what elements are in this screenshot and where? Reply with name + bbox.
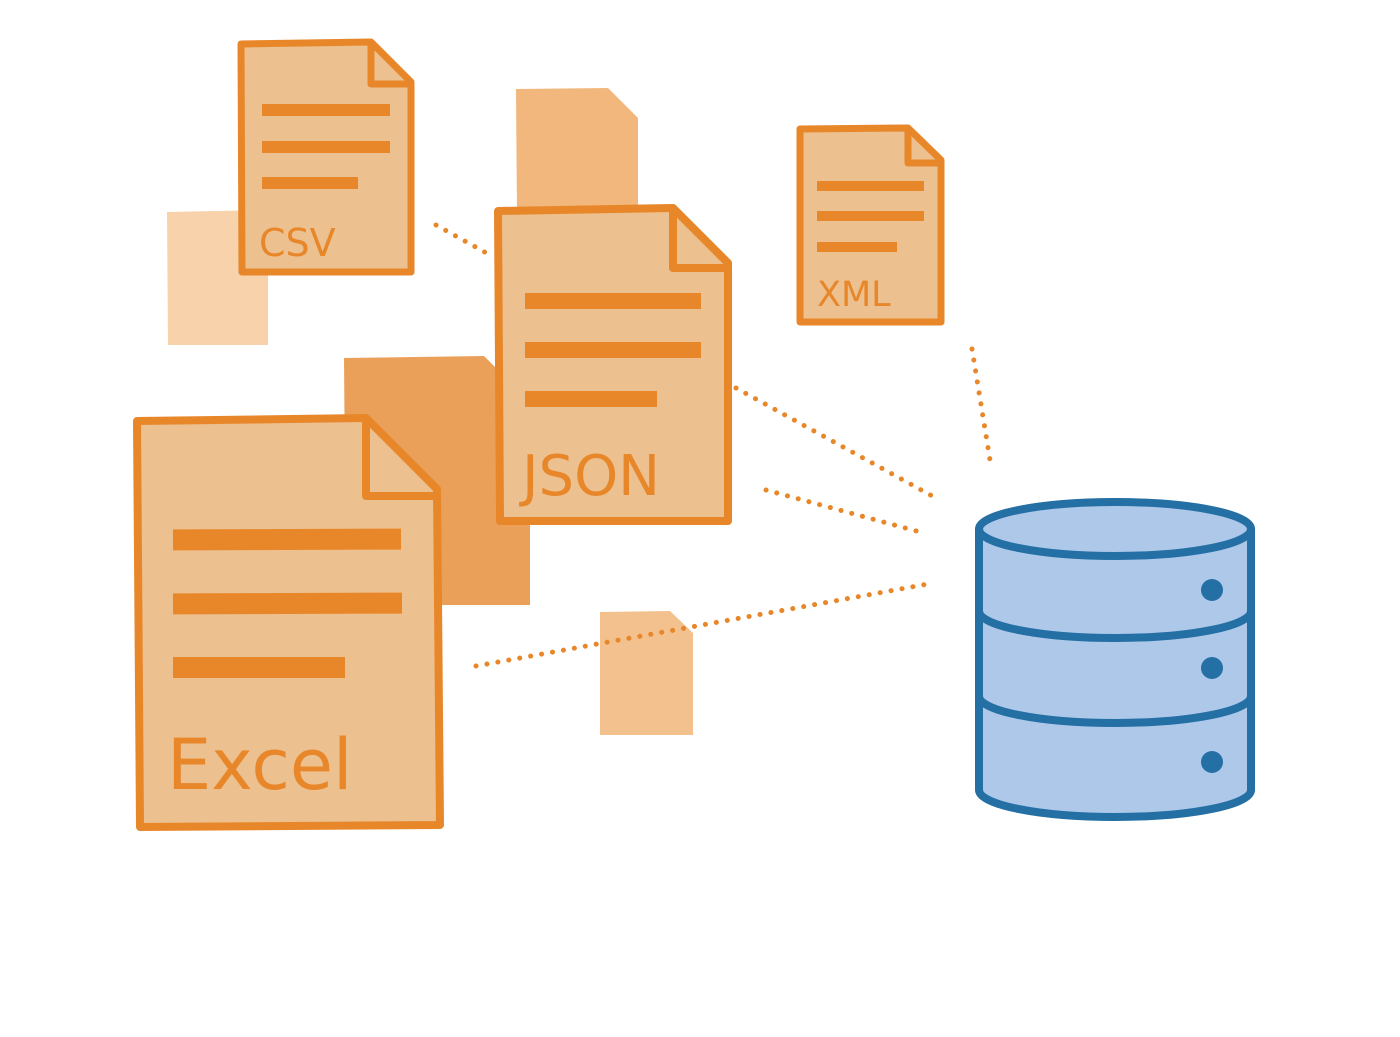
xml-document-icon: XML	[796, 124, 945, 326]
connector-json-database-lower	[763, 487, 923, 535]
excel-label: Excel	[167, 724, 352, 806]
xml-label: XML	[817, 275, 891, 315]
csv-label: CSV	[259, 221, 336, 265]
json-document-icon: JSON	[494, 204, 732, 525]
connector-xml-database	[969, 346, 993, 463]
connector-json-database-upper	[733, 385, 937, 500]
csv-document-icon: CSV	[237, 38, 415, 276]
connector-csv-json	[433, 222, 493, 258]
ghost-document-top	[516, 88, 638, 215]
database-indicator-2	[1201, 657, 1223, 679]
connector-lines	[433, 222, 993, 669]
connector-excel-database	[473, 581, 931, 669]
database-divider-upper	[975, 610, 1255, 642]
database-indicator-1	[1201, 579, 1223, 601]
excel-document-icon: Excel	[133, 414, 444, 831]
json-label: JSON	[519, 444, 660, 509]
database-divider-lower	[975, 695, 1255, 727]
database-body	[975, 529, 1255, 821]
ghost-document-small	[600, 611, 693, 735]
database-top	[975, 498, 1255, 560]
database-icon	[975, 498, 1255, 821]
database-indicator-3	[1201, 751, 1223, 773]
